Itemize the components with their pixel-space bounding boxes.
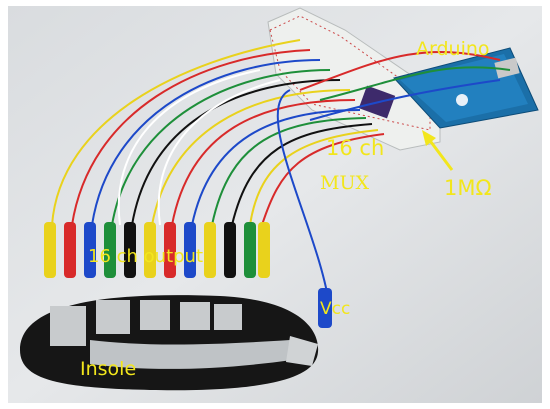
label-arduino: Arduino — [416, 38, 490, 60]
label-output: 16 ch output — [88, 246, 204, 267]
insole — [20, 295, 319, 391]
label-mux-channels: 16 ch — [326, 136, 385, 160]
resistor-arrow — [422, 130, 454, 171]
breadboard — [267, 7, 441, 151]
label-resistor: 1MΩ — [444, 176, 492, 200]
clip-row — [44, 222, 270, 278]
label-vcc: Vcc — [320, 299, 351, 319]
label-insole: Insole — [80, 358, 137, 380]
vcc-clip — [318, 288, 332, 328]
label-mux: MUX — [320, 172, 369, 194]
wire-bundle — [51, 39, 511, 311]
